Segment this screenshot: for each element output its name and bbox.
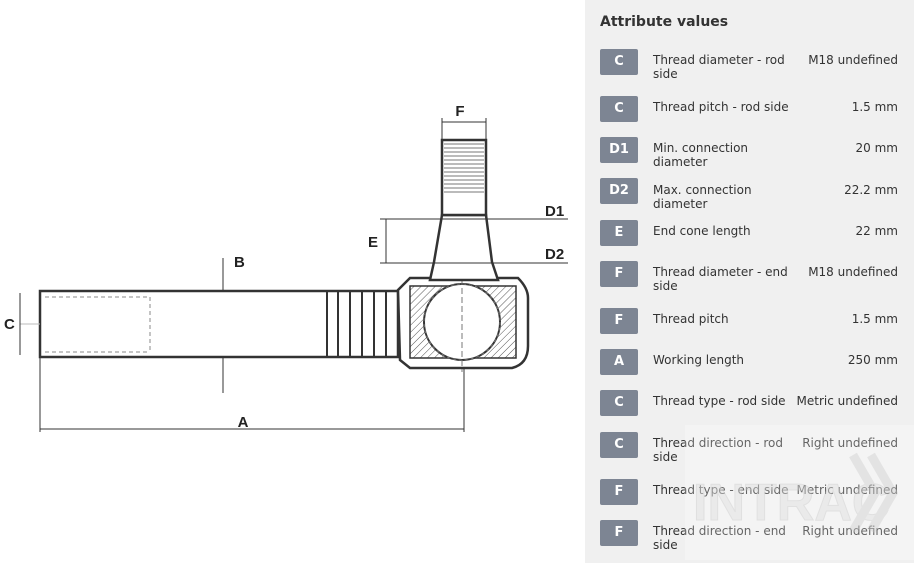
attribute-label: Max. connection diameter [653, 183, 752, 211]
label-a: A [238, 414, 249, 431]
attribute-label: Thread type - rod side [653, 394, 786, 408]
attribute-code-badge: F [600, 479, 638, 505]
attribute-value: 1.5 mm [851, 100, 898, 114]
rod-grooves [326, 291, 387, 357]
attribute-label: Thread diameter - end side [653, 265, 788, 293]
label-f: F [455, 103, 464, 120]
label-d2: D2 [545, 246, 564, 263]
attribute-code-badge: F [600, 261, 638, 287]
attribute-label: Thread direction - rod side [653, 436, 783, 464]
attribute-label: Thread pitch - rod side [653, 100, 789, 114]
attribute-code-badge: A [600, 349, 638, 375]
rod-body [20, 289, 400, 359]
attribute-code-badge: F [600, 308, 638, 334]
label-d1: D1 [545, 203, 564, 220]
attribute-label: End cone length [653, 224, 751, 238]
attribute-value: Right undefined [802, 436, 898, 450]
attribute-code-badge: C [600, 432, 638, 458]
attribute-label: Thread pitch [653, 312, 729, 326]
attribute-value: 20 mm [855, 141, 898, 155]
label-c: C [4, 316, 15, 333]
dimension-d1-d2-e [380, 218, 568, 264]
label-e: E [368, 234, 378, 251]
attribute-label: Working length [653, 353, 745, 367]
attribute-label: Min. connection diameter [653, 141, 749, 169]
attribute-value: 22 mm [855, 224, 898, 238]
ball-stud-cone [428, 213, 500, 282]
attribute-value: Metric undefined [796, 394, 899, 408]
attribute-value: 1.5 mm [851, 312, 898, 326]
attribute-value: M18 undefined [808, 265, 898, 279]
attribute-value: M18 undefined [808, 53, 898, 67]
threaded-stud [440, 138, 488, 217]
dimension-f [441, 118, 487, 140]
attribute-label: Thread direction - end side [653, 524, 786, 552]
panel-title: Attribute values [600, 14, 729, 30]
attribute-code-badge: D1 [600, 137, 638, 163]
attribute-label: Thread type - end side [653, 483, 789, 497]
attribute-code-badge: F [600, 520, 638, 546]
attribute-label: Thread diameter - rod side [653, 53, 785, 81]
tie-rod-end-drawing: F D1 D2 E B C A [4, 103, 568, 432]
attribute-code-badge: C [600, 96, 638, 122]
attribute-code-badge: D2 [600, 178, 638, 204]
attribute-code-badge: C [600, 390, 638, 416]
attribute-value: Metric undefined [796, 483, 899, 497]
attribute-value: Right undefined [802, 524, 898, 538]
ball-joint-housing [396, 270, 530, 372]
attribute-values-panel: Attribute values C Thread diameter - rod… [585, 0, 914, 563]
attribute-value: 250 mm [847, 353, 898, 367]
attribute-code-badge: E [600, 220, 638, 246]
attribute-code-badge: C [600, 49, 638, 75]
dimension-a [39, 357, 465, 432]
attribute-value: 22.2 mm [844, 183, 898, 197]
label-b: B [234, 254, 245, 271]
